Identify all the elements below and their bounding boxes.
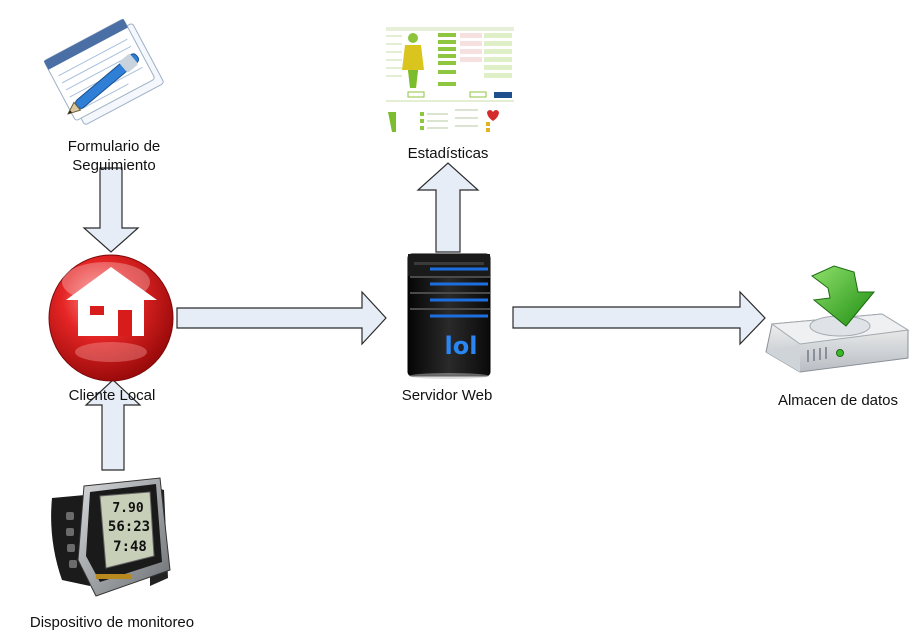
sports-watch-icon bbox=[51, 477, 171, 597]
arrow-server-to-stats bbox=[416, 162, 480, 253]
server-tower-icon bbox=[407, 253, 491, 379]
form-label-line1: Formulario de bbox=[67, 138, 161, 155]
form-pen-icon bbox=[43, 18, 164, 125]
arrow-device-to-client bbox=[84, 379, 142, 471]
form-label: Formulario de Seguimiento bbox=[46, 137, 182, 175]
watch-readout-2: 56:23 bbox=[108, 519, 150, 535]
arrow-form-to-client bbox=[82, 167, 140, 253]
form-label-line2: Seguimiento bbox=[72, 157, 156, 174]
watch-readout-3: 7:48 bbox=[113, 539, 147, 555]
watch-readouts: 7.90 56:23 7:48 bbox=[108, 501, 150, 555]
arrow-client-to-server bbox=[176, 290, 387, 346]
server-label: Servidor Web bbox=[401, 387, 493, 404]
home-button-icon bbox=[48, 254, 174, 382]
hard-drive-download-icon bbox=[765, 265, 910, 373]
arrow-server-to-storage bbox=[512, 290, 766, 346]
device-label: Dispositivo de monitoreo bbox=[29, 614, 195, 631]
stats-label: Estadísticas bbox=[407, 145, 489, 162]
watch-readout-1: 7.90 bbox=[112, 501, 143, 516]
storage-label: Almacen de datos bbox=[777, 392, 899, 409]
statistics-report-icon bbox=[384, 25, 516, 137]
client-label: Cliente Local bbox=[68, 387, 156, 404]
server-logo-text: lol bbox=[445, 332, 478, 360]
